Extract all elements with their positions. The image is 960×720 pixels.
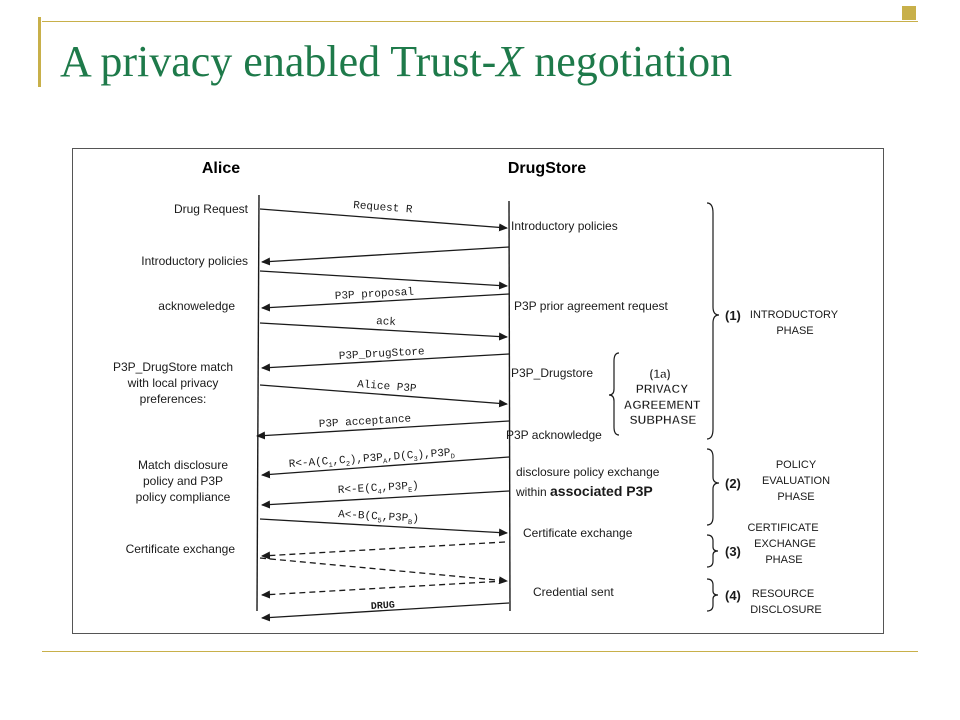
alice-lifeline <box>256 194 260 612</box>
diagram-frame: Alice DrugStore Request R P3P proposal a… <box>72 148 884 634</box>
note-disclosure-line2: within associated P3P <box>515 483 653 499</box>
msg-p3p-acceptance: P3P acceptance <box>319 414 412 431</box>
party-alice: Alice <box>202 160 240 177</box>
arrow-r-a <box>261 456 510 479</box>
arrow-cert-forth <box>259 557 508 585</box>
party-drugstore: DrugStore <box>508 160 586 177</box>
msg-ack: ack <box>376 316 397 329</box>
phase-1-num: (1) <box>725 308 741 323</box>
arrow-r-e <box>261 490 510 509</box>
subphase-line1: PRIVACY <box>636 382 688 396</box>
arrow-drug <box>261 602 510 622</box>
sequence-diagram: Alice DrugStore Request R P3P proposal a… <box>113 160 839 622</box>
bottom-rule <box>42 651 918 652</box>
phase-1-brace <box>706 202 720 440</box>
msg-request: Request R <box>353 200 414 217</box>
note-disclosure-prefix: within <box>515 485 550 499</box>
note-p3p-drugstore: P3P_Drugstore <box>511 366 593 380</box>
phase-3-line1: CERTIFICATE <box>747 522 818 534</box>
note-p3p-acknowledge: P3P acknowledge <box>506 428 602 442</box>
arrow-ack <box>259 322 508 341</box>
msg-drug: DRUG <box>371 601 396 613</box>
arrow-intro-policies <box>261 246 510 266</box>
arrow-a-b <box>259 518 508 537</box>
arrow-p3p-proposal <box>261 293 510 312</box>
phase-1-line2: PHASE <box>776 325 813 337</box>
note-match-line3: preferences: <box>140 392 207 406</box>
msg-p3p-proposal: P3P proposal <box>335 287 415 303</box>
note-disclosure-line3: policy compliance <box>136 490 231 504</box>
title-part1: A privacy enabled Trust- <box>60 37 497 86</box>
note-right-cert-exchange: Certificate exchange <box>523 526 633 540</box>
phase-2-num: (2) <box>725 476 741 491</box>
phase-2-line3: PHASE <box>777 491 814 503</box>
phase-2-brace <box>706 448 720 526</box>
phase-4-line2: DISCLOSURE <box>750 604 822 616</box>
title-italic: X <box>496 37 524 86</box>
note-disclosure-bold: associated P3P <box>550 483 653 499</box>
arrow-intro-reply <box>259 270 508 290</box>
arrow-alice-p3p <box>259 384 508 408</box>
note-match-line2: with local privacy <box>127 376 219 390</box>
note-match-line1: P3P_DrugStore match <box>113 360 233 374</box>
arrow-p3p-acceptance <box>256 420 510 440</box>
phase-2-line2: EVALUATION <box>762 475 830 487</box>
left-rule <box>38 17 41 87</box>
title-part2: negotiation <box>523 37 733 86</box>
subphase-line2: AGREEMENT <box>624 398 701 412</box>
phase-1-line1: INTRODUCTORY <box>750 309 839 321</box>
note-credential-sent: Credential sent <box>533 585 614 599</box>
note-right-intro-policies: Introductory policies <box>511 219 618 233</box>
subphase-num: (1a) <box>649 367 670 381</box>
phase-4-line1: RESOURCE <box>752 588 814 600</box>
drugstore-lifeline <box>508 200 511 612</box>
note-drug-request: Drug Request <box>174 202 249 216</box>
msg-p3p-drugstore: P3P_DrugStore <box>339 346 425 363</box>
note-disclosure-line1: disclosure policy exchange <box>516 465 660 479</box>
subphase-brace <box>608 352 620 436</box>
phase-3-line2: EXCHANGE <box>754 538 816 550</box>
note-left-intro-policies: Introductory policies <box>141 254 248 268</box>
phase-3-brace <box>706 534 719 568</box>
msg-drug-text: DRUG <box>371 601 396 613</box>
note-prior-agreement: P3P prior agreement request <box>514 299 669 313</box>
phase-3-line3: PHASE <box>765 554 802 566</box>
slide-title: A privacy enabled Trust-X negotiation <box>60 36 732 87</box>
phase-4-num: (4) <box>725 588 741 603</box>
phase-2-line1: POLICY <box>776 459 817 471</box>
note-left-cert-exchange: Certificate exchange <box>126 542 236 556</box>
corner-mark <box>902 6 916 20</box>
phase-3-num: (3) <box>725 544 741 559</box>
formula-r-a: R<-A(C1,C2),P3PA,D(C3),P3PD <box>288 447 455 473</box>
arrow-p3p-drugstore <box>261 353 510 372</box>
arrow-request <box>259 208 508 232</box>
phase-4-brace <box>706 578 719 612</box>
arrow-cert-back <box>261 541 506 560</box>
top-rule <box>42 21 918 22</box>
msg-alice-p3p: Alice P3P <box>357 379 418 396</box>
note-acknowledge: acknoweledge <box>158 299 235 313</box>
subphase-line3: SUBPHASE <box>630 413 697 427</box>
formula-a-b: A<-B(C5,P3PB) <box>338 509 420 528</box>
note-disclosure-line1: Match disclosure <box>138 458 228 472</box>
note-disclosure-line2: policy and P3P <box>143 474 223 488</box>
arrow-cert-return <box>261 580 506 599</box>
